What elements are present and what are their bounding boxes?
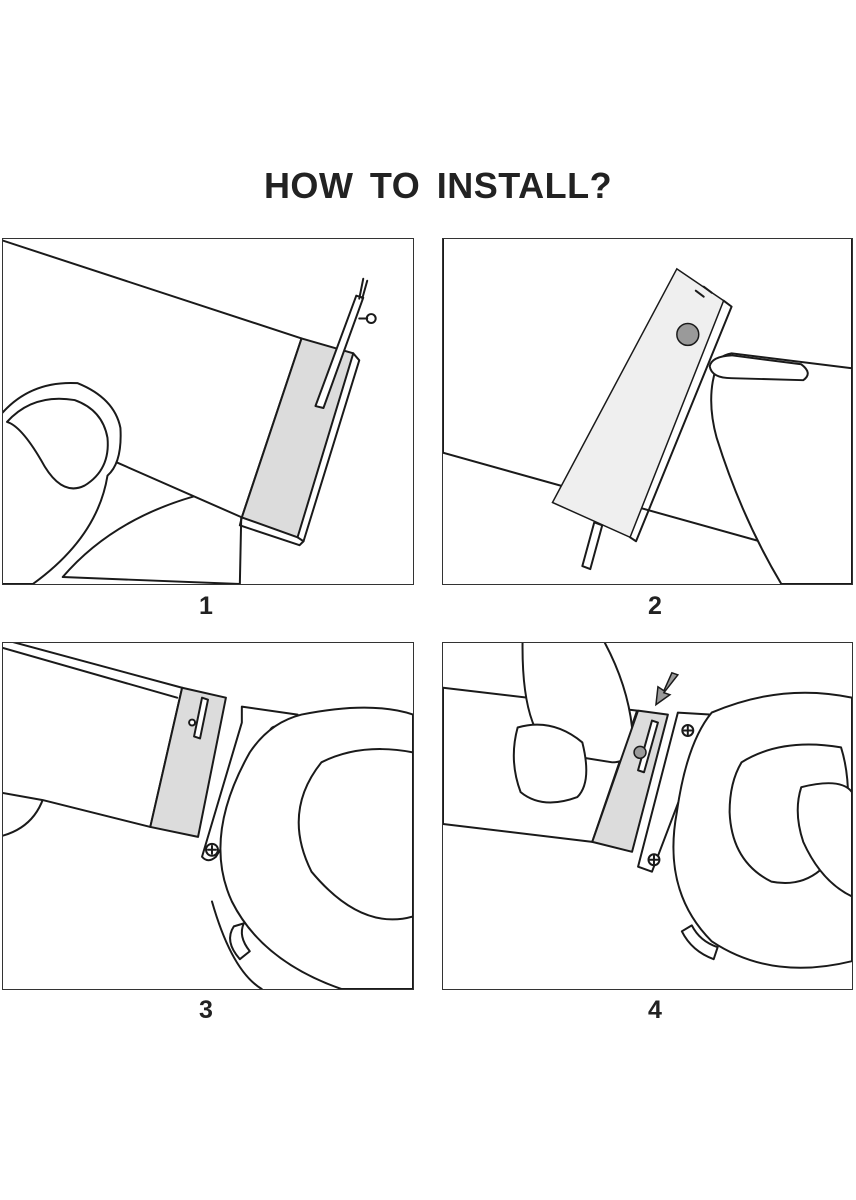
step-1-illustration <box>2 238 414 585</box>
step-3-illustration <box>2 642 414 990</box>
strap-end-piece <box>149 686 227 838</box>
watch-face <box>297 748 413 921</box>
quick-release-pin <box>633 745 647 760</box>
step-number-1: 1 <box>199 592 213 620</box>
quick-release-pin <box>676 322 700 347</box>
strap-band <box>3 643 184 828</box>
spring-bar <box>581 521 604 571</box>
thumbnail <box>512 723 588 804</box>
watch-crown <box>229 922 251 961</box>
finger-shape <box>710 352 852 584</box>
step-number-4: 4 <box>648 996 662 1024</box>
spring-bar <box>193 696 209 740</box>
step-2-illustration <box>442 238 853 585</box>
watch-crown <box>680 924 719 961</box>
step-4-illustration <box>442 642 853 990</box>
fingernail <box>708 354 809 382</box>
page-title: HOW TO INSTALL? <box>263 165 613 206</box>
quick-release-pin <box>188 718 197 727</box>
thumbnail <box>5 397 109 490</box>
spring-bar <box>314 294 365 410</box>
wrist-shape <box>796 782 852 898</box>
step-number-3: 3 <box>199 996 213 1024</box>
arrow-icon <box>655 671 680 707</box>
step-number-2: 2 <box>648 592 662 620</box>
